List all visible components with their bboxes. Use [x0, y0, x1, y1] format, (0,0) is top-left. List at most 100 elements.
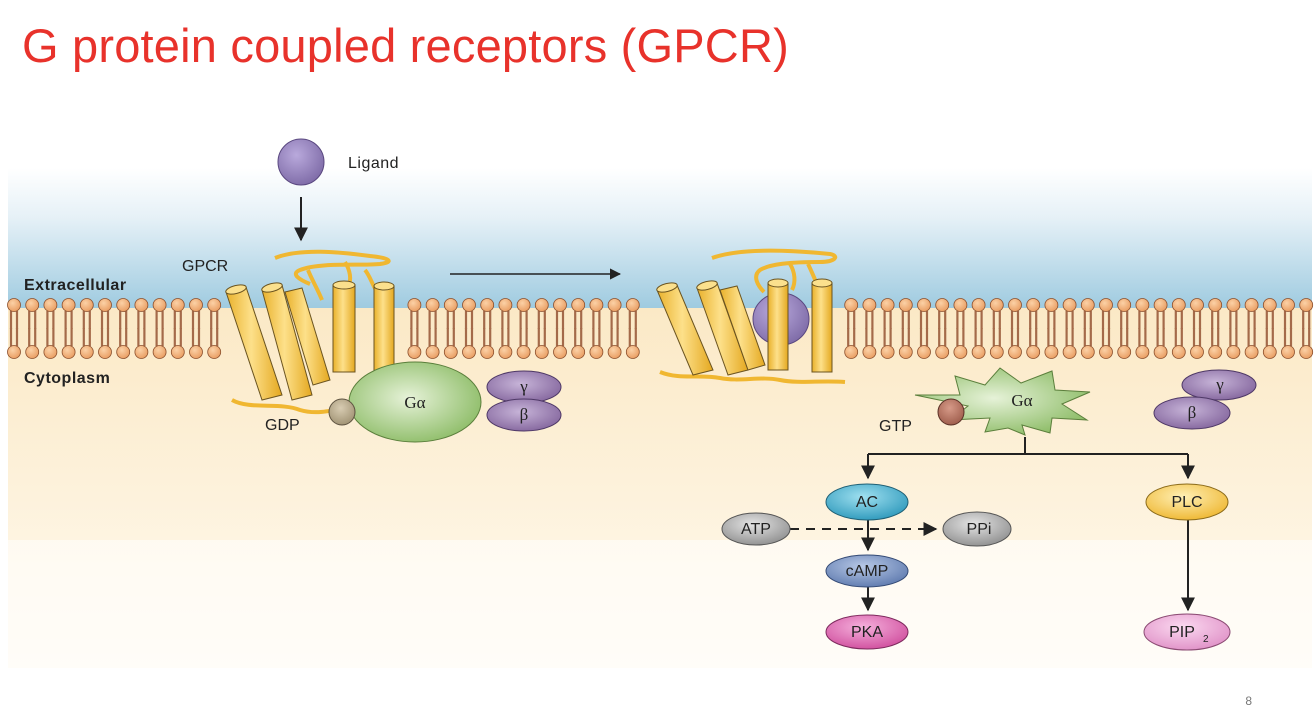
lipid-head [1171, 298, 1186, 312]
camp-label: cAMP [846, 563, 889, 580]
gamma-subunit-active [1181, 369, 1257, 401]
lipid-head [589, 345, 604, 359]
beta-active-label: β [1188, 403, 1197, 422]
lipid-head [1299, 345, 1314, 359]
lipid-head [1008, 298, 1022, 312]
lipid-head [207, 298, 222, 312]
lipid-head [116, 345, 131, 359]
lipid-head [516, 345, 531, 359]
lipid-head [1099, 345, 1113, 359]
lipid-head [498, 298, 513, 312]
extracellular-label: Extracellular [24, 277, 127, 294]
ligand-icon [277, 138, 325, 186]
pathway-arrows [790, 437, 1195, 612]
lipid-head [534, 345, 549, 359]
g-alpha-active-label: Gα [1011, 391, 1032, 410]
lipid-head [1026, 345, 1041, 359]
lipid-head [1026, 298, 1041, 312]
lipid-head [1080, 345, 1095, 359]
lipid-head [898, 345, 913, 359]
lipid-head [1135, 345, 1150, 359]
lipid-head [61, 298, 76, 312]
lipid-head [98, 345, 112, 359]
lipid-head [1135, 298, 1150, 312]
lipid-head [1281, 345, 1295, 359]
lipid-head [553, 345, 567, 359]
lipid-head [1171, 345, 1186, 359]
lipid-head [443, 345, 458, 359]
lipid-head [971, 345, 986, 359]
node-atp: ATP [721, 512, 791, 546]
gpcr-label: GPCR [182, 258, 228, 275]
lipid-head [1153, 298, 1168, 312]
lipid-head [189, 298, 203, 312]
lipid-head [1062, 298, 1077, 312]
lipid-head [553, 298, 567, 312]
lipid-head [1262, 298, 1277, 312]
lipid-head [1244, 298, 1259, 312]
lipid-head [607, 345, 622, 359]
lipid-head [1190, 298, 1204, 312]
lipid-head [480, 345, 495, 359]
lipid-head [443, 298, 458, 312]
lipid-head [134, 345, 149, 359]
pip2-label: PIP [1169, 624, 1195, 641]
gpcr-receptor-inactive [225, 249, 406, 415]
node-ppi: PPi [942, 511, 1012, 547]
lipid-head [917, 298, 931, 312]
beta-subunit-active [1153, 396, 1231, 430]
ligand-label: Ligand [348, 155, 399, 172]
lipid-head [571, 298, 586, 312]
lipid-head [1244, 345, 1259, 359]
lipid-head [1262, 345, 1277, 359]
lipid-head [25, 298, 40, 312]
pip2-subscript: 2 [1203, 634, 1209, 645]
gtp-label: GTP [879, 418, 912, 435]
lipid-head [7, 345, 21, 359]
lipid-head [1044, 345, 1059, 359]
node-pip2: PIP 2 [1143, 613, 1231, 651]
lipid-head [1117, 345, 1132, 359]
lipid-head [880, 345, 895, 359]
lipid-head [1117, 298, 1132, 312]
lipid-head [844, 298, 859, 312]
lipid-head [880, 298, 895, 312]
node-pka: PKA [825, 614, 909, 650]
inactive-g-protein: Gα γ β GDP [265, 361, 562, 443]
atp-label: ATP [741, 521, 771, 538]
lipid-head [98, 298, 112, 312]
lipid-head [79, 298, 94, 312]
lipid-head [480, 298, 495, 312]
lipid-head [1226, 345, 1241, 359]
gdp-label: GDP [265, 417, 300, 434]
lipid-head [170, 298, 185, 312]
ac-label: AC [856, 494, 878, 511]
lipid-head [589, 298, 604, 312]
ppi-label: PPi [967, 521, 992, 538]
lipid-head [425, 298, 440, 312]
lipid-head [917, 345, 931, 359]
slide-title: G protein coupled receptors (GPCR) [22, 19, 789, 72]
lipid-head [625, 298, 640, 312]
lipid-head [43, 345, 58, 359]
extracellular-region [8, 168, 1312, 308]
lipid-head [1153, 345, 1168, 359]
pka-label: PKA [851, 624, 883, 641]
lipid-head [953, 298, 968, 312]
lipid-head [152, 345, 167, 359]
lipid-head [625, 345, 640, 359]
lipid-head [462, 298, 476, 312]
node-ac: AC [825, 483, 909, 521]
lipid-head [1190, 345, 1204, 359]
gpcr-receptor-active [656, 248, 846, 384]
lipid-head [935, 298, 950, 312]
node-camp: cAMP [825, 554, 909, 588]
lipid-head [207, 345, 222, 359]
lipid-head [516, 298, 531, 312]
lipid-head [116, 298, 131, 312]
lipid-head [189, 345, 203, 359]
gdp-molecule [328, 398, 356, 426]
lipid-head [134, 298, 149, 312]
lipid-head [1080, 298, 1095, 312]
